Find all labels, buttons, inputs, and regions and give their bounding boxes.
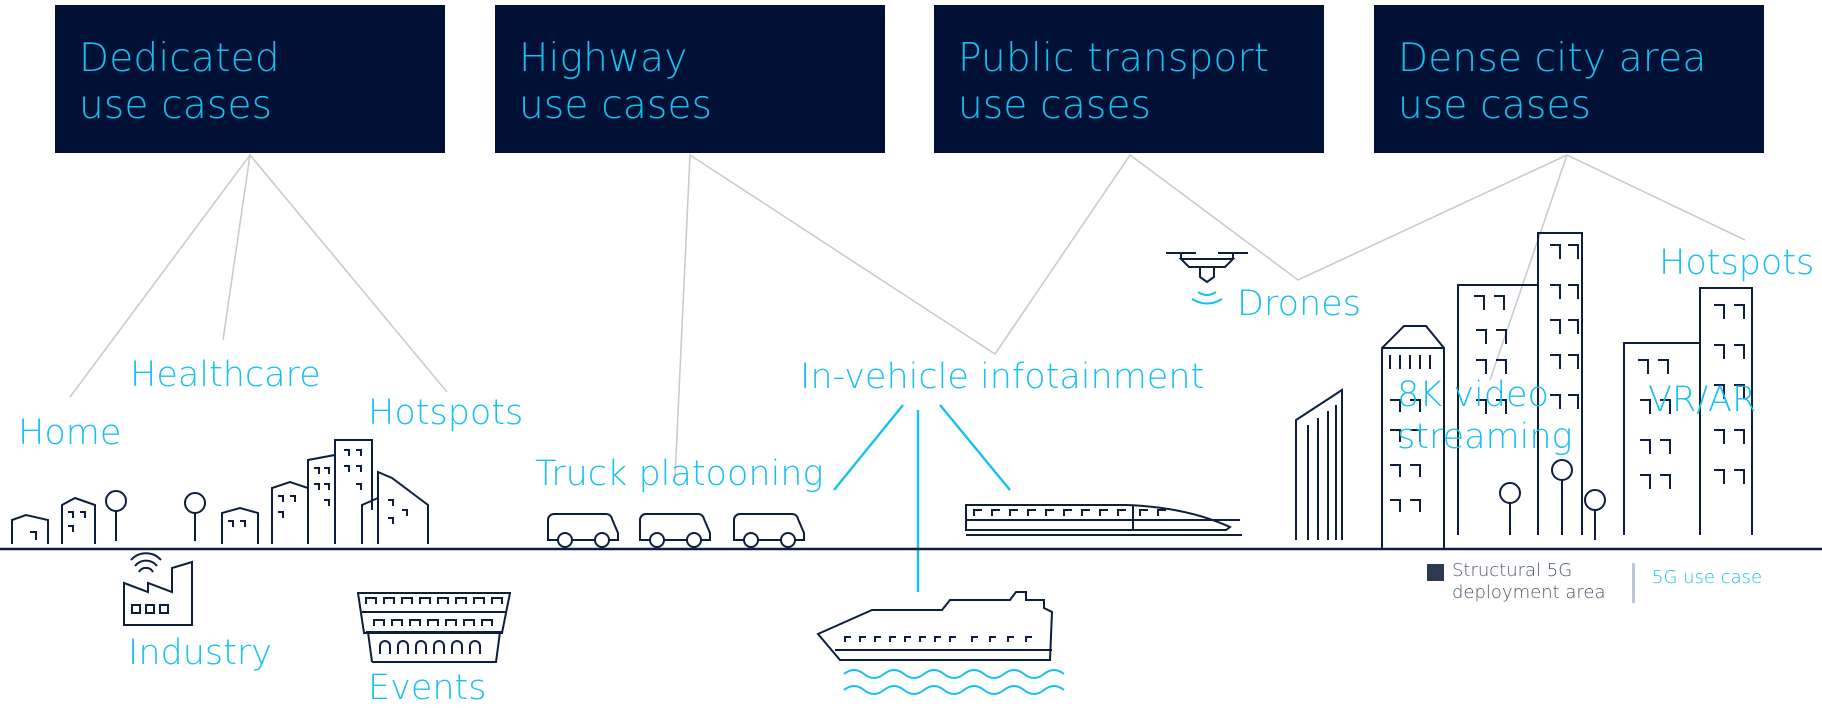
city-buildings-icon <box>271 439 429 544</box>
box-public-transport-line2: use cases <box>958 83 1152 128</box>
box-dense-city: Dense city area use cases <box>1374 5 1764 153</box>
factory-icon <box>123 552 193 626</box>
house-icon <box>61 496 96 544</box>
drone-icon <box>1166 252 1248 284</box>
skyscraper-icon <box>1381 325 1445 548</box>
box-dedicated-line2: use cases <box>79 83 273 128</box>
label-vr-ar: VR/AR <box>1648 380 1757 420</box>
label-hotspots-right: Hotspots <box>1659 243 1815 283</box>
box-public-transport: Public transport use cases <box>934 5 1324 153</box>
label-8k-video: 8K video <box>1397 375 1549 415</box>
stadium-icon <box>356 592 512 663</box>
ship-icon <box>816 591 1054 661</box>
skyscraper-icon <box>1295 388 1343 540</box>
box-dense-city-line1: Dense city area <box>1398 36 1707 81</box>
train-icon <box>965 504 1242 536</box>
skyscraper-icon <box>1457 232 1583 535</box>
label-8k-streaming: streaming <box>1397 417 1573 457</box>
infotainment-connectors <box>833 404 1011 592</box>
legend-use-case-label: 5G use case <box>1652 567 1763 588</box>
box-public-transport-line1: Public transport <box>958 36 1270 81</box>
box-highway-line1: Highway <box>519 36 688 81</box>
box-highway: Highway use cases <box>495 5 885 153</box>
house-icon <box>221 506 259 544</box>
legend-structural-line1: Structural 5G <box>1452 560 1573 581</box>
box-dedicated-line1: Dedicated <box>79 36 280 81</box>
tree-icon <box>184 492 206 541</box>
legend-structural-swatch <box>1427 564 1444 581</box>
label-healthcare: Healthcare <box>130 355 321 395</box>
van-icon <box>547 512 619 548</box>
van-icon <box>733 512 805 548</box>
tree-icon <box>105 490 127 541</box>
label-industry: Industry <box>128 633 272 673</box>
label-drones: Drones <box>1237 284 1361 324</box>
label-in-vehicle-infotainment: In-vehicle infotainment <box>800 357 1205 397</box>
legend-structural-line2: deployment area <box>1452 582 1606 603</box>
connector-lines <box>69 153 1746 479</box>
drone-signal-icon <box>1191 291 1223 305</box>
legend-use-case-bar <box>1632 563 1635 603</box>
house-icon <box>11 513 49 544</box>
label-hotspots-left: Hotspots <box>368 393 524 433</box>
tree-icon <box>1584 489 1606 540</box>
box-highway-line2: use cases <box>519 83 713 128</box>
skyscraper-icon <box>1623 287 1753 535</box>
label-events: Events <box>368 668 487 708</box>
tree-icon <box>1551 459 1573 535</box>
waves-icon <box>843 669 1065 695</box>
label-home: Home <box>18 413 122 453</box>
label-truck-platooning: Truck platooning <box>535 454 824 494</box>
tree-icon <box>1499 482 1521 535</box>
box-dedicated: Dedicated use cases <box>55 5 445 153</box>
van-icon <box>639 512 711 548</box>
box-dense-city-line2: use cases <box>1398 83 1592 128</box>
